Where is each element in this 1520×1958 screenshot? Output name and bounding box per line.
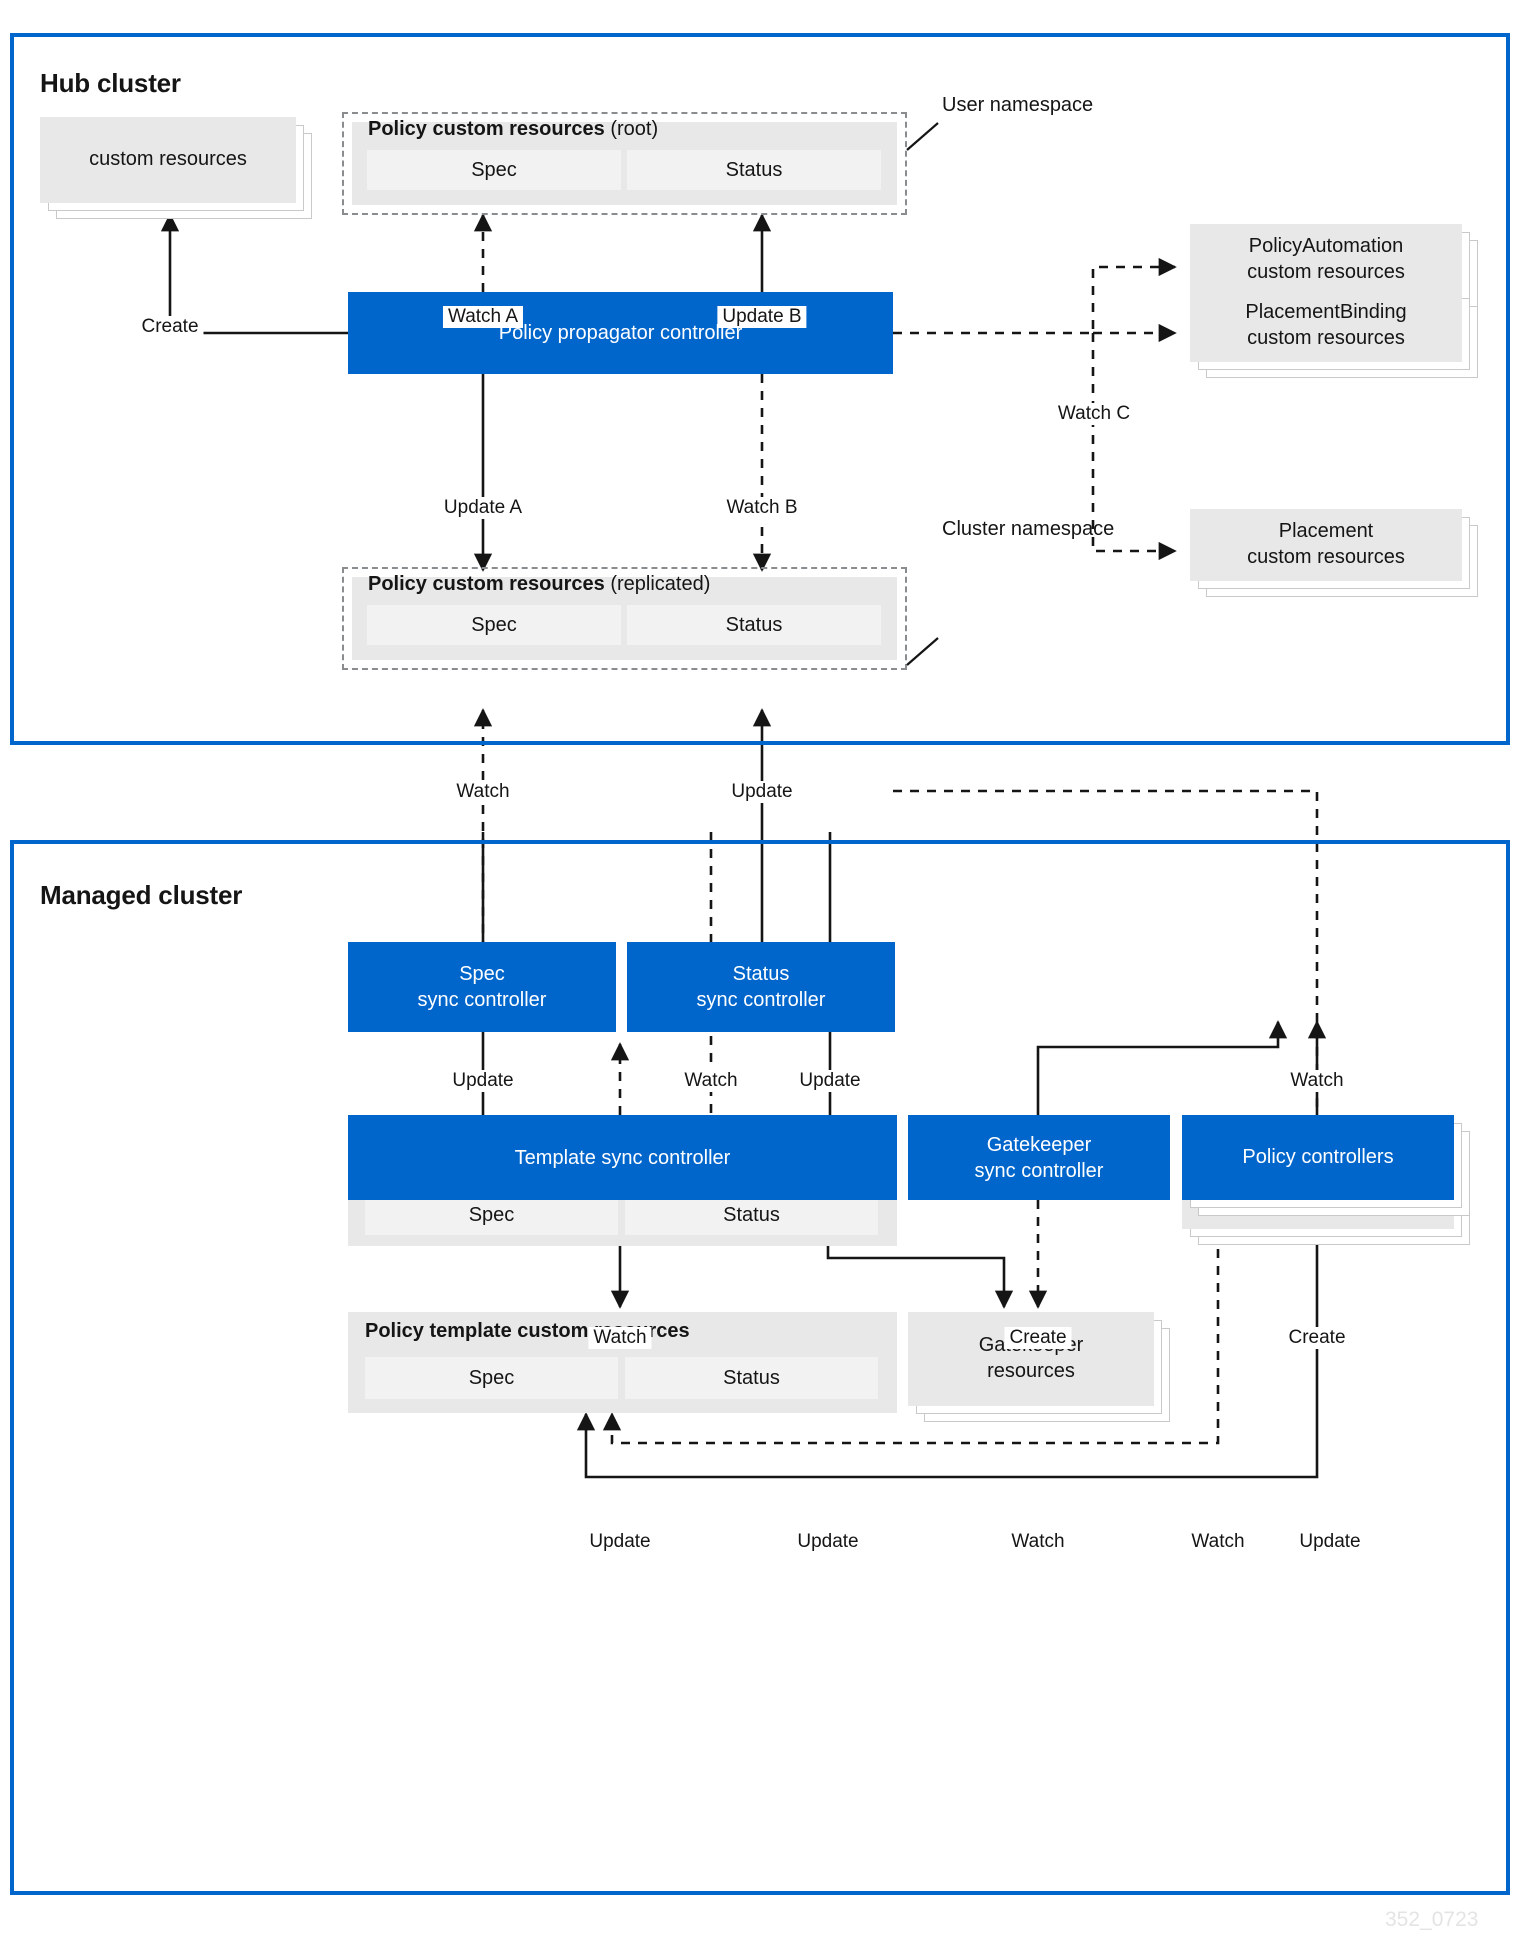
gatekeeper-resources-stack: Gatekeeper resources [908, 1312, 1170, 1422]
status-sync-controller[interactable]: Status sync controller [627, 942, 895, 1032]
placement-label-line2: custom resources [1247, 546, 1405, 568]
template-sync-controller[interactable]: Template sync controller [348, 1115, 897, 1200]
placementbinding-label-box: PlacementBinding custom resources [1190, 290, 1462, 362]
policy-cr-managed-cell-status: Status [625, 1195, 878, 1235]
placementbinding-stack: PlacementBinding custom resources [1190, 290, 1478, 378]
gatekeeper-sync-controller-label-line2: sync controller [974, 1159, 1104, 1182]
policy-cr-replicated-cell-spec: Spec [367, 605, 621, 645]
edge-label-create: Create [136, 316, 204, 338]
cluster-namespace-label: Cluster namespace [942, 518, 1115, 540]
edge-label-policy-watch: Watch [1186, 1531, 1250, 1553]
edge-label-template-watch: Watch [588, 1327, 652, 1349]
status-sync-controller-label-line1: Status [732, 963, 790, 985]
policy-cr-replicated-cell-status: Status [627, 605, 881, 645]
policy-cr-replicated-title-sub: (replicated) [610, 573, 711, 595]
watermark: 352_0723 [1385, 1908, 1479, 1931]
policy-template-cr-cell-spec: Spec [365, 1357, 618, 1399]
edge-label-spec-update: Update [447, 1070, 519, 1092]
edge-label-gatekeeper-create: Create [1004, 1327, 1072, 1349]
policy-cr-replicated-title-bold: Policy custom resources [368, 573, 605, 595]
policy-cr-root-title: Policy custom resources (root) [368, 118, 658, 141]
policy-controllers-label: Policy controllers [1242, 1145, 1394, 1168]
edge-label-status-update: Update [794, 1070, 866, 1092]
placement-label-box: Placement custom resources [1190, 509, 1462, 581]
placement-stack: Placement custom resources [1190, 509, 1478, 597]
hub-cluster-title: Hub cluster [40, 68, 181, 98]
policyautomation-label-line2: custom resources [1247, 261, 1405, 283]
policy-propagator-controller[interactable]: Policy propagator controller [348, 292, 893, 374]
policyautomation-stack: PolicyAutomation custom resources [1190, 224, 1478, 312]
edge-label-template-update-left: Update [584, 1531, 656, 1553]
placementbinding-label-line1: PlacementBinding [1245, 301, 1407, 324]
custom-resources-label-box: custom resources [40, 117, 296, 203]
policy-cr-root-title-sub: (root) [610, 118, 659, 140]
managed-cluster-title: Managed cluster [40, 880, 243, 910]
gatekeeper-sync-controller[interactable]: Gatekeeper sync controller [908, 1115, 1170, 1200]
hub-cluster-frame [10, 33, 1510, 745]
policy-cr-replicated-title: Policy custom resources (replicated) [368, 573, 710, 596]
policy-template-cr-cell-status: Status [625, 1357, 878, 1399]
policy-cr-root-title-bold: Policy custom resources [368, 118, 605, 140]
managed-cluster-frame [10, 840, 1510, 1895]
policy-propagator-controller-label: Policy propagator controller [498, 322, 743, 344]
edge-label-update-a: Update A [438, 497, 528, 519]
spec-sync-controller-label-line1: Spec [459, 963, 505, 985]
policyautomation-label-box: PolicyAutomation custom resources [1190, 224, 1462, 296]
gatekeeper-sync-controller-label-line1: Gatekeeper [986, 1133, 1092, 1156]
edge-label-policy-update: Update [1294, 1531, 1366, 1553]
placementbinding-label-line2: custom resources [1247, 327, 1405, 349]
spec-sync-controller[interactable]: Spec sync controller [348, 942, 616, 1032]
policy-controllers-stack[interactable]: Policy controllers [1182, 1115, 1470, 1216]
edge-label-cross-update: Update [726, 781, 798, 803]
status-sync-controller-label-line2: sync controller [696, 989, 826, 1011]
edge-label-template-update-right: Update [792, 1531, 864, 1553]
policy-cr-managed-cell-spec: Spec [365, 1195, 618, 1235]
edge-label-gatekeeper-watch: Watch [1006, 1531, 1070, 1553]
policy-cr-root-cell-status: Status [627, 150, 881, 190]
custom-resources-label: custom resources [89, 148, 247, 171]
gatekeeper-resources-label-line2: resources [987, 1360, 1075, 1382]
custom-resources-stack: custom resources [40, 117, 312, 219]
policyautomation-label-line1: PolicyAutomation [1248, 235, 1404, 258]
policy-cr-root-cell-spec: Spec [367, 150, 621, 190]
edge-label-cross-watch: Watch [451, 781, 515, 803]
edge-label-watch-c: Watch C [1052, 403, 1136, 425]
user-namespace-frame [342, 112, 907, 215]
edge-label-update-b: Update B [717, 306, 807, 328]
edge-label-status-watch: Watch [679, 1070, 743, 1092]
policy-controllers-label-box: Policy controllers [1182, 1115, 1454, 1200]
spec-sync-controller-label-line2: sync controller [417, 989, 547, 1011]
edge-label-watch-a: Watch A [442, 306, 524, 328]
edge-label-watch-b: Watch B [721, 497, 803, 519]
cluster-namespace-frame [342, 567, 907, 670]
template-sync-controller-label: Template sync controller [514, 1146, 731, 1169]
edge-label-status-events-watch: Watch [1285, 1070, 1349, 1092]
placement-label-line1: Placement [1278, 520, 1374, 543]
user-namespace-label: User namespace [942, 94, 1094, 116]
edge-label-policy-create: Create [1283, 1327, 1351, 1349]
